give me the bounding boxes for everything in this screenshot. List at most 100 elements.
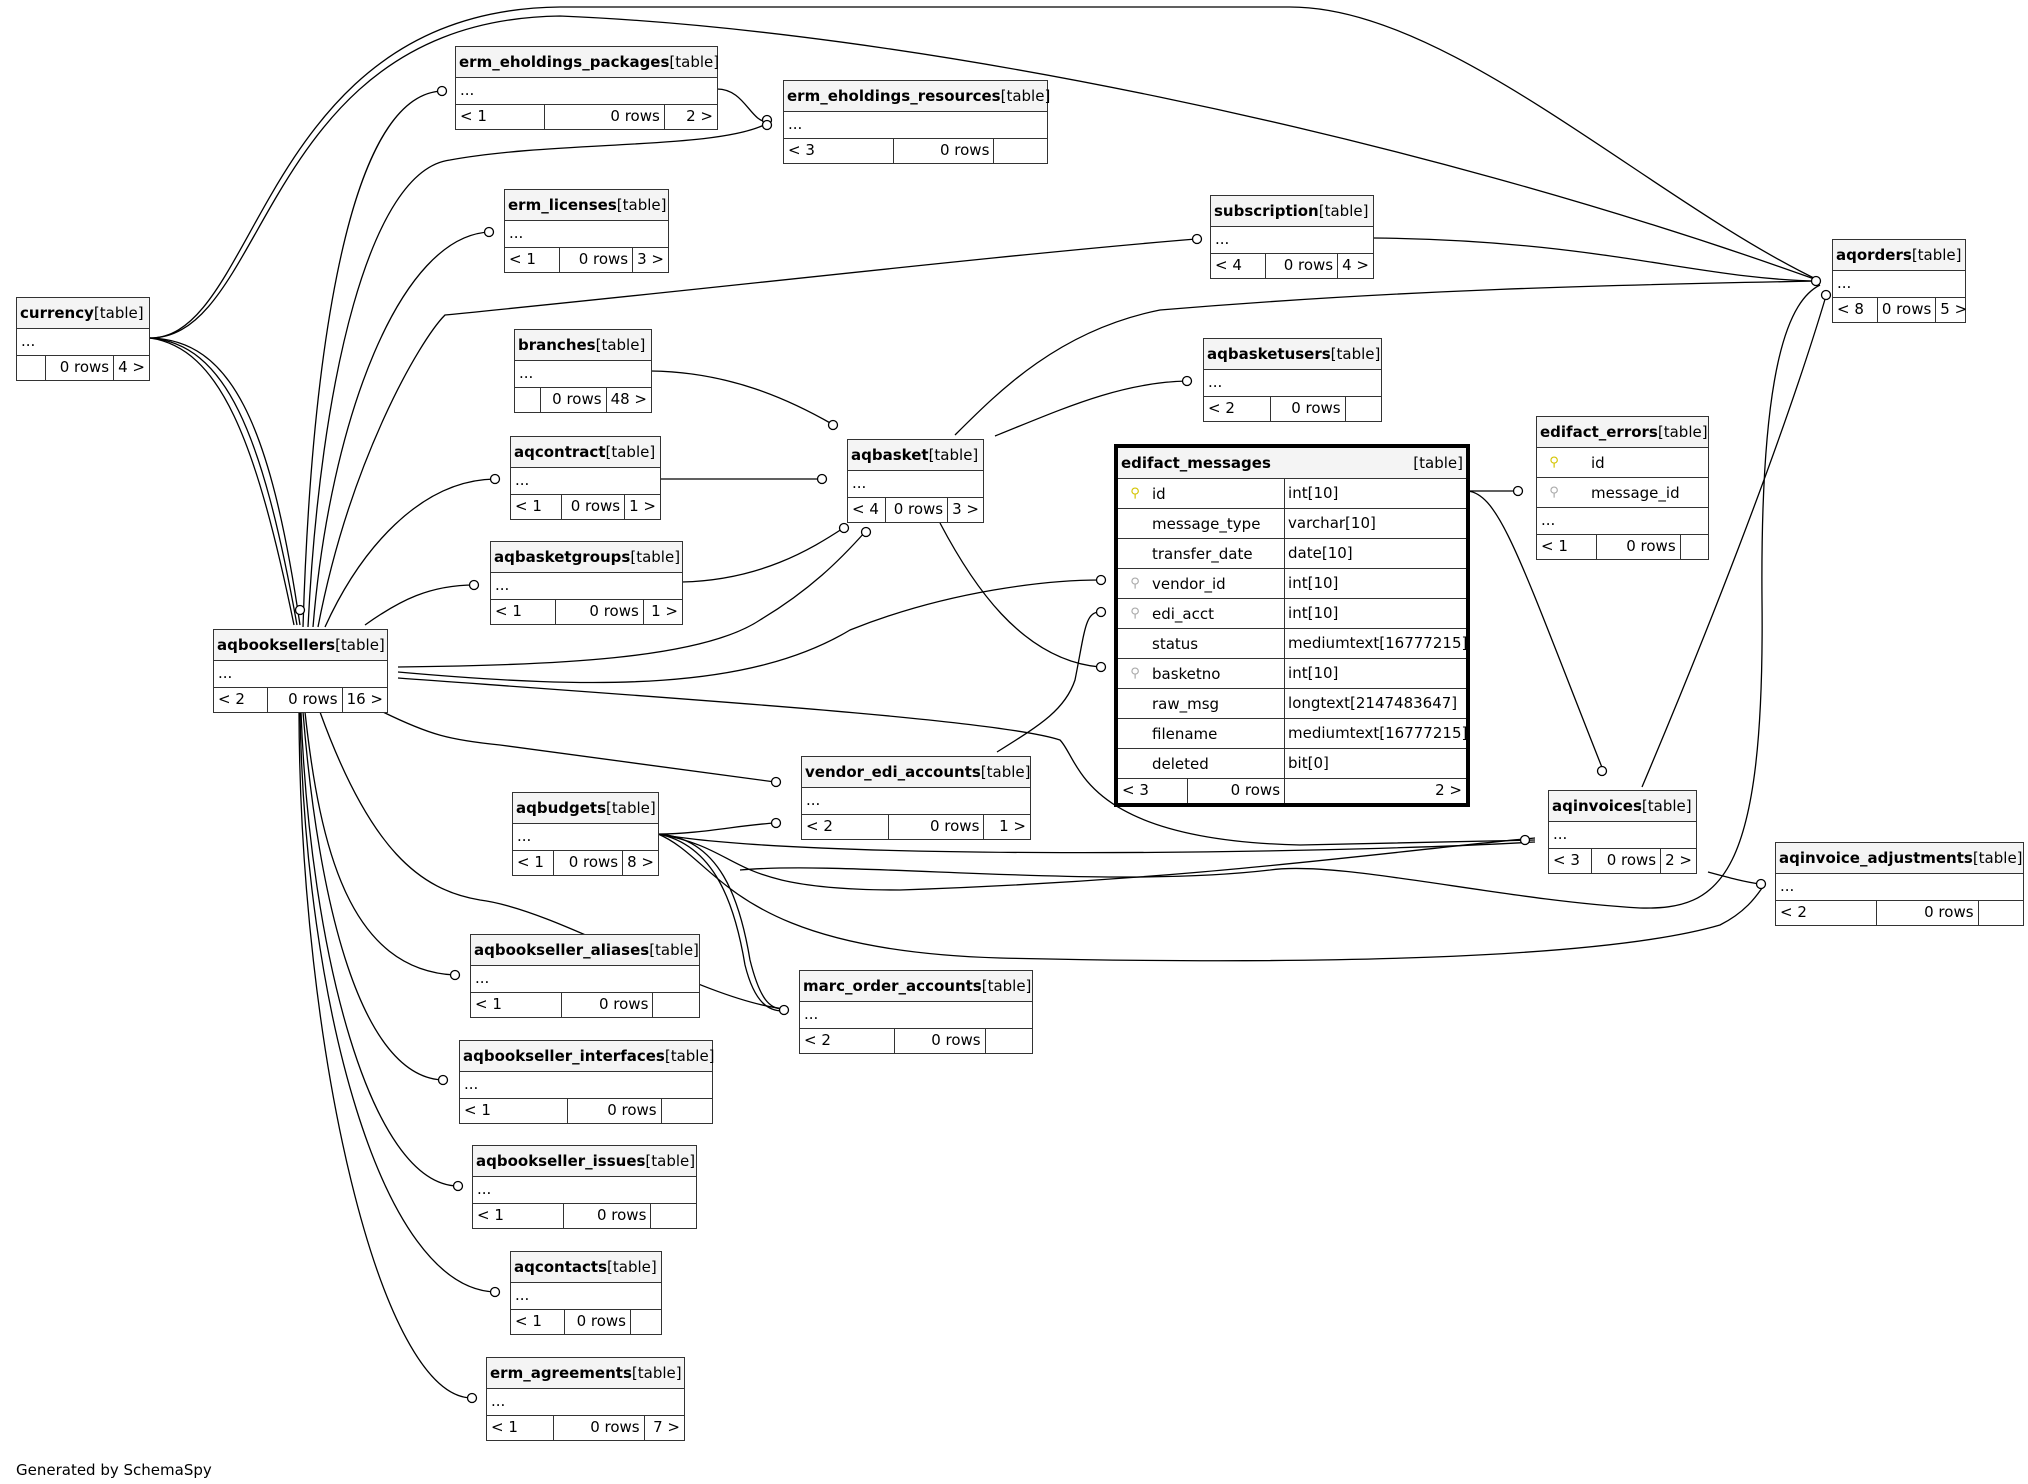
parent-count[interactable]: < 3: [1549, 849, 1592, 873]
table-name[interactable]: aqbasketusers: [1207, 345, 1331, 363]
parent-count[interactable]: < 1: [511, 495, 562, 519]
table-name[interactable]: erm_eholdings_resources: [787, 87, 1001, 105]
child-count[interactable]: 1 >: [999, 817, 1026, 835]
child-count[interactable]: 16 >: [346, 690, 383, 708]
child-count[interactable]: 2 >: [1435, 781, 1462, 799]
parent-count[interactable]: < 1: [471, 993, 563, 1017]
parent-count[interactable]: < 1: [511, 1310, 565, 1334]
column-row[interactable]: ⚲id: [1537, 448, 1708, 478]
table-name[interactable]: aqbookseller_interfaces: [463, 1047, 665, 1065]
child-count[interactable]: 2 >: [686, 107, 713, 125]
parent-count[interactable]: < 2: [800, 1029, 896, 1053]
parent-count[interactable]: < 2: [1204, 397, 1272, 421]
parent-count[interactable]: < 2: [802, 815, 889, 839]
child-count[interactable]: [986, 1029, 1032, 1053]
child-count[interactable]: [1681, 535, 1708, 559]
parent-count[interactable]: < 1: [456, 105, 545, 129]
table-name[interactable]: aqcontacts: [514, 1258, 608, 1276]
table-name[interactable]: aqorders: [1836, 246, 1912, 264]
child-count[interactable]: 8 >: [627, 853, 654, 871]
child-count[interactable]: 4 >: [1342, 256, 1369, 274]
table-name[interactable]: edifact_errors: [1540, 423, 1658, 441]
child-count[interactable]: [1346, 397, 1381, 421]
table-name[interactable]: aqcontract: [514, 443, 606, 461]
child-count[interactable]: 3 >: [952, 500, 979, 518]
parent-count[interactable]: < 4: [1211, 254, 1267, 278]
parent-count[interactable]: < 1: [1537, 535, 1597, 559]
child-count[interactable]: 1 >: [651, 602, 678, 620]
parent-count[interactable]: < 8: [1833, 298, 1878, 322]
child-count[interactable]: [1979, 901, 2023, 925]
table-name[interactable]: aqbookseller_issues: [476, 1152, 646, 1170]
parent-count[interactable]: < 1: [460, 1099, 569, 1123]
table-name[interactable]: erm_licenses: [508, 196, 617, 214]
parent-count[interactable]: < 1: [505, 248, 561, 272]
table-name[interactable]: subscription: [1214, 202, 1319, 220]
child-count[interactable]: 3 >: [637, 250, 664, 268]
parent-count[interactable]: < 2: [1776, 901, 1878, 925]
table-name[interactable]: marc_order_accounts: [803, 977, 982, 995]
child-count[interactable]: [651, 1204, 696, 1228]
table-name[interactable]: currency: [20, 304, 94, 322]
table-name[interactable]: aqbasket: [851, 446, 929, 464]
table-name[interactable]: branches: [518, 336, 596, 354]
parent-count[interactable]: < 1: [513, 851, 554, 875]
parent-count[interactable]: < 2: [214, 688, 268, 712]
parent-count[interactable]: < 4: [848, 498, 886, 522]
table-edifact-errors[interactable]: edifact_errors[table] ⚲id ⚲message_id ..…: [1536, 416, 1709, 560]
child-count[interactable]: [662, 1099, 712, 1123]
table-name[interactable]: aqinvoices: [1552, 797, 1642, 815]
parent-count[interactable]: < 3: [1118, 779, 1188, 803]
parent-count[interactable]: < 3: [784, 139, 895, 163]
child-count[interactable]: [653, 993, 699, 1017]
parent-count[interactable]: < 1: [473, 1204, 565, 1228]
table-name[interactable]: aqinvoice_adjustments: [1779, 849, 1973, 867]
table-name[interactable]: erm_eholdings_packages: [459, 53, 670, 71]
table-name[interactable]: aqbookseller_aliases: [474, 941, 650, 959]
column-row[interactable]: ⚲message_id: [1537, 478, 1708, 508]
child-count[interactable]: [994, 139, 1047, 163]
table-name[interactable]: aqbudgets: [516, 799, 607, 817]
child-count[interactable]: 4 >: [118, 358, 145, 376]
parent-count[interactable]: < 1: [491, 600, 556, 624]
table-name[interactable]: aqbasketgroups: [494, 548, 631, 566]
table-name[interactable]: vendor_edi_accounts: [805, 763, 981, 781]
child-count[interactable]: 1 >: [629, 497, 656, 515]
child-count[interactable]: 2 >: [1665, 851, 1692, 869]
child-count[interactable]: [631, 1310, 661, 1334]
parent-count[interactable]: < 1: [487, 1416, 554, 1440]
parent-count[interactable]: [515, 388, 541, 412]
table-name[interactable]: edifact_messages: [1121, 454, 1271, 472]
